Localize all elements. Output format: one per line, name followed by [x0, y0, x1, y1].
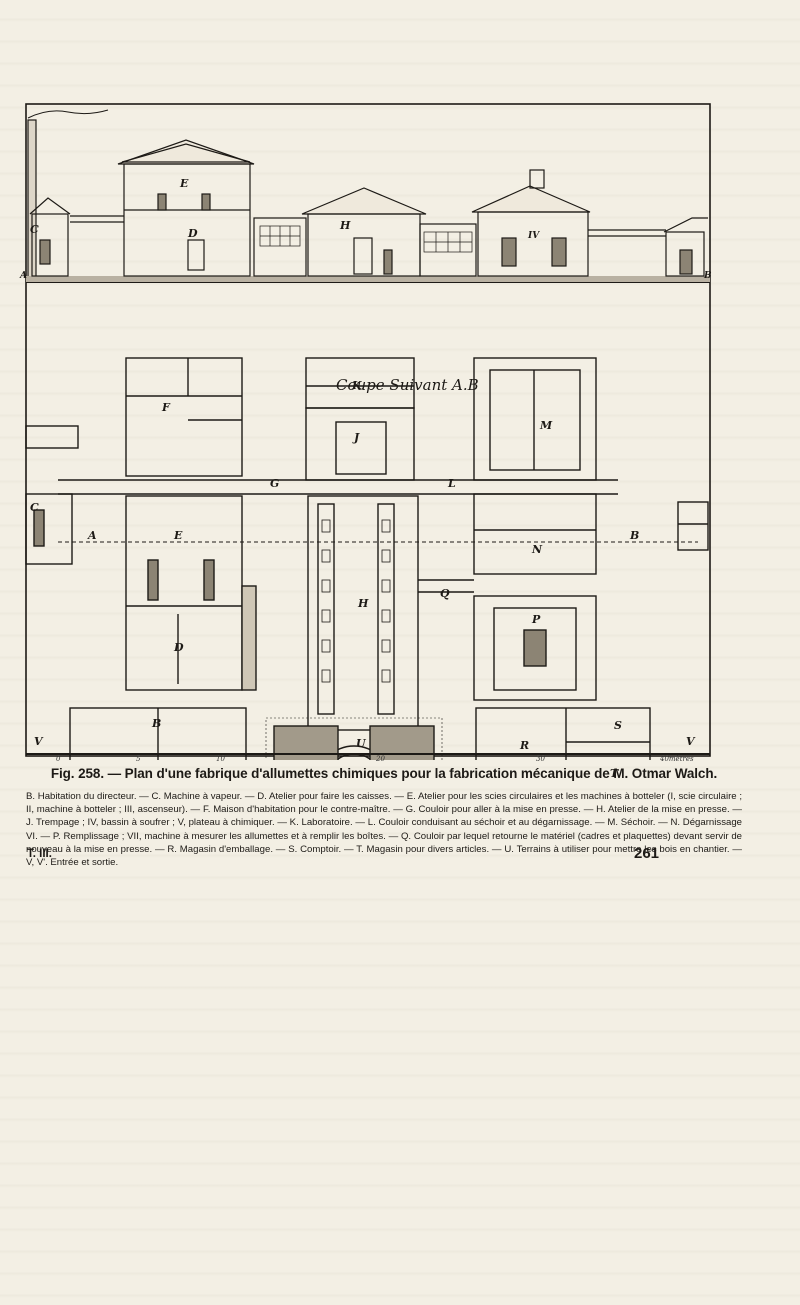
figure-caption: Fig. 258. — Plan d'une fabrique d'allume…: [50, 766, 718, 781]
label-L-plan: L: [448, 477, 456, 490]
label-U-bottom: U: [356, 737, 366, 750]
label-E-section: E: [180, 177, 189, 190]
label-B-section: B: [704, 271, 712, 281]
page-number: 261: [634, 845, 660, 862]
bottom-plan: [26, 707, 710, 760]
label-Q-plan: Q: [440, 587, 450, 600]
label-T-bottom: T: [610, 767, 619, 780]
label-D-plan: D: [174, 641, 184, 654]
label-F-plan: F: [162, 401, 170, 414]
label-K-plan: K: [352, 379, 362, 392]
section-title: Coupe Suivant A.B: [336, 376, 479, 394]
label-E-plan: E: [174, 529, 183, 542]
section-elevation: [26, 109, 710, 283]
scale-tick-10: 10: [216, 755, 225, 763]
figure-legend: B. Habitation du directeur. — C. Machine…: [26, 791, 742, 869]
ground-plan: [25, 357, 709, 731]
label-R-bottom: R: [520, 739, 530, 752]
label-A-plan: A: [88, 529, 97, 542]
label-S-bottom: S: [614, 719, 622, 732]
label-V-right: V: [686, 735, 695, 748]
factory-plan-figure: Coupe Suivant A.B E C D H IV F C A E D G…: [18, 90, 714, 779]
label-C-section: C: [30, 223, 39, 236]
label-G-plan: G: [270, 477, 280, 490]
scale-tick-0: 0: [56, 755, 61, 763]
scale-tick-40: 40mètres: [660, 755, 694, 763]
label-D-section: D: [188, 227, 198, 240]
plan-drawing: [25, 103, 711, 760]
label-IV-section: IV: [528, 231, 540, 241]
scale-tick-5: 5: [136, 755, 141, 763]
label-B-plan: B: [630, 529, 640, 542]
label-A-section: A: [20, 271, 27, 281]
label-V-left: V: [34, 735, 43, 748]
label-H-section: H: [340, 219, 351, 232]
volume-label: T. III.: [27, 848, 52, 860]
label-M-plan: M: [540, 419, 553, 432]
label-B-bottom: B: [152, 717, 162, 730]
label-C-plan: C: [30, 501, 39, 514]
label-P-plan: P: [532, 613, 541, 626]
label-N-plan: N: [532, 543, 543, 556]
scale-tick-20: 20: [376, 755, 385, 763]
scale-tick-30: 30: [536, 755, 545, 763]
label-J-plan: J: [354, 431, 360, 444]
label-H-plan: H: [358, 597, 369, 610]
